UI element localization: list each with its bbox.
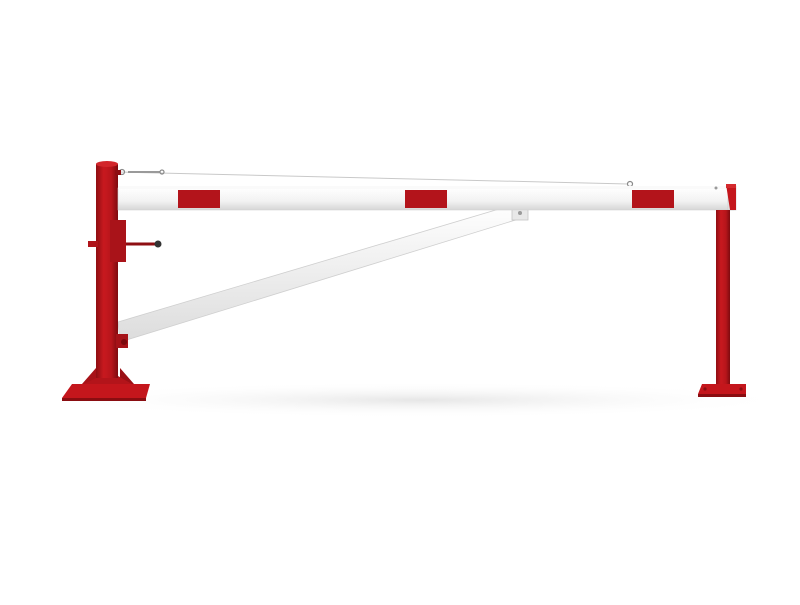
diagonal-brace xyxy=(117,203,529,343)
right-post xyxy=(698,184,746,397)
lock-bracket xyxy=(110,220,126,262)
arm-stripe-2 xyxy=(405,190,447,208)
boom-arm xyxy=(117,185,737,211)
arm-stripe-1 xyxy=(178,190,220,208)
left-post xyxy=(62,161,162,401)
lock-knob xyxy=(154,240,162,248)
left-base-plate xyxy=(62,384,150,398)
right-base-plate xyxy=(698,384,746,394)
tension-wire xyxy=(117,168,634,188)
ground-shadow xyxy=(40,382,800,418)
arm-stripe-3 xyxy=(632,190,674,208)
